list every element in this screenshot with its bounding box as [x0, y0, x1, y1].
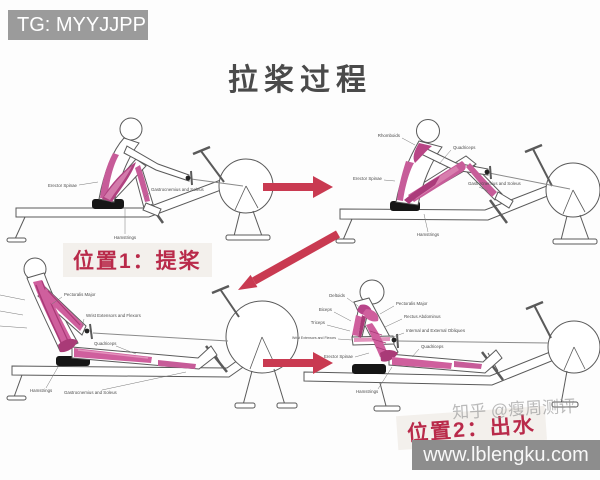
label-internal-external-obliques: Internal and External Obliques — [406, 328, 466, 333]
chain — [190, 178, 244, 187]
chain — [397, 340, 550, 344]
page-title: 拉桨过程 — [228, 64, 372, 97]
rowing-machine — [6, 145, 274, 243]
rower-figure — [351, 279, 503, 374]
label-quadriceps: Quadriceps — [94, 341, 117, 346]
telegram-badge: TG: MYYJJPP — [8, 10, 148, 40]
label-hamstrings: Hamstrings — [417, 232, 440, 237]
muscle-highlights — [100, 153, 150, 202]
panel-position1-catch: Erector Spinae Gastrocnemius and Soleus … — [6, 117, 274, 243]
label-quadriceps: Quadriceps — [453, 145, 476, 150]
label-gastrocnemius-soleus: Gastrocnemius and Soleus — [64, 390, 118, 395]
hand — [484, 169, 490, 175]
head — [416, 119, 440, 143]
label-deltoids: Deltoids — [329, 293, 346, 298]
label-hamstrings: Hamstrings — [30, 388, 53, 393]
label-pectoralis-major: Pectoralis Major — [64, 292, 96, 297]
handle-rest — [192, 145, 211, 156]
rowing-machine — [303, 300, 600, 412]
muscle-highlights — [352, 304, 482, 369]
panel-position2-finish: Deltoids Biceps Triceps Wrist Extensors … — [292, 279, 600, 412]
arrow-diagonal-icon — [238, 230, 340, 290]
rowing-machine — [6, 284, 299, 409]
label-gastrocnemius-soleus: Gastrocnemius and Soleus — [151, 187, 205, 192]
label-hamstrings: Hamstrings — [114, 235, 137, 240]
footer-url-bar: www.lblengku.com — [412, 440, 600, 470]
label-erector-spinae: Erector Spinae — [324, 354, 354, 359]
arrow-right-top-icon — [263, 176, 333, 198]
muscle-labels: Pectoralis Major Wrist Extensors and Fle… — [0, 292, 187, 395]
label-triceps: Triceps — [311, 320, 326, 325]
label-quadriceps: Quadriceps — [421, 344, 444, 349]
label-rectus-abdominus: Rectus Abdominus — [404, 314, 441, 319]
label-biceps: Biceps — [319, 307, 333, 312]
handle-rest — [524, 143, 543, 154]
label-pectoralis-major: Pectoralis Major — [396, 301, 428, 306]
muscle-highlights — [33, 280, 196, 369]
footplate — [488, 199, 509, 224]
panel-position1-drive: Rhomboids Quadriceps Erector Spinae Gast… — [335, 119, 600, 245]
head — [119, 117, 143, 141]
label-hamstrings: Hamstrings — [356, 389, 379, 394]
label-gastrocnemius-soleus: Gastrocnemius and Soleus — [468, 181, 522, 186]
muscle-labels: Erector Spinae Gastrocnemius and Soleus … — [48, 181, 205, 240]
caption-position-1: 位置1：提桨 — [63, 243, 212, 277]
muscle-highlights — [397, 143, 497, 204]
hand — [391, 337, 397, 343]
label-erector-spinae: Erector Spinae — [353, 176, 383, 181]
chain — [92, 332, 229, 342]
chain — [488, 172, 571, 190]
cut-label-leaders — [0, 294, 28, 329]
seat — [352, 364, 386, 374]
hand — [185, 175, 191, 181]
label-wrist-extensors-flexors: Wrist Extensors and Flexors — [292, 335, 336, 340]
muscle-labels: Rhomboids Quadriceps Erector Spinae Gast… — [353, 133, 522, 237]
label-erector-spinae: Erector Spinae — [48, 183, 78, 188]
panel-position2-layback: Pectoralis Major Wrist Extensors and Fle… — [0, 257, 299, 409]
muscle-labels: Deltoids Biceps Triceps Wrist Extensors … — [292, 293, 466, 394]
label-rhomboids: Rhomboids — [378, 133, 401, 138]
hand — [84, 328, 90, 334]
arrow-right-bottom-icon — [263, 352, 333, 374]
label-wrist-extensors-flexors: Wrist Extensors and Flexors — [86, 313, 142, 318]
seat — [92, 199, 124, 209]
